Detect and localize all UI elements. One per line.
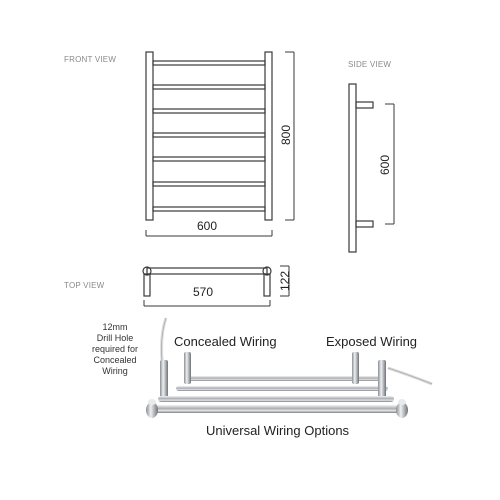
top-right-cap — [262, 266, 272, 276]
side-height-dimension — [385, 103, 395, 225]
top-left-cap — [142, 266, 152, 276]
rail-illustration — [146, 317, 433, 418]
top-view-drawing — [142, 265, 290, 307]
drill-hole-note: 12mm Drill Hole required for Concealed W… — [80, 322, 150, 377]
front-height-dimension — [285, 51, 295, 221]
right-wall-post — [378, 360, 386, 402]
top-view-label: TOP VIEW — [64, 281, 105, 290]
exposed-wiring-caption: Exposed Wiring — [326, 334, 418, 349]
top-depth-dimension — [280, 265, 290, 297]
top-width-dimension — [143, 300, 271, 307]
left-rear-post — [184, 352, 191, 384]
top-width-value: 570 — [193, 285, 214, 299]
top-depth-value: 122 — [278, 270, 292, 292]
right-rear-post — [352, 352, 359, 384]
front-right-rail — [264, 51, 273, 221]
front-left-rail — [145, 51, 154, 221]
side-view-drawing — [348, 83, 395, 253]
front-view-drawing — [145, 51, 295, 237]
top-right-standoff — [263, 273, 271, 297]
left-end-cap — [146, 402, 158, 418]
right-end-cap — [396, 402, 408, 418]
side-bottom-standoff — [355, 220, 374, 228]
front-view-label: FRONT VIEW — [64, 55, 117, 64]
side-rail — [348, 83, 357, 253]
top-bar — [146, 267, 268, 275]
drill-note-line: Wiring — [102, 366, 128, 376]
front-bars — [152, 60, 266, 212]
drill-note-line: 12mm — [102, 322, 128, 332]
side-height-value: 600 — [378, 154, 392, 176]
front-height-value: 800 — [279, 124, 293, 146]
drill-note-line: required for — [91, 344, 139, 354]
top-left-standoff — [143, 273, 151, 297]
side-top-standoff — [355, 101, 374, 109]
side-view-label: SIDE VIEW — [348, 60, 392, 69]
concealed-wiring-caption: Concealed Wiring — [174, 334, 277, 349]
drill-note-line: Drill Hole — [96, 333, 134, 343]
left-wall-post — [160, 360, 168, 402]
front-width-value: 600 — [197, 219, 218, 233]
drill-note-line: Concealed — [93, 355, 137, 365]
universal-wiring-caption: Universal Wiring Options — [206, 423, 350, 438]
front-width-dimension — [145, 230, 273, 237]
